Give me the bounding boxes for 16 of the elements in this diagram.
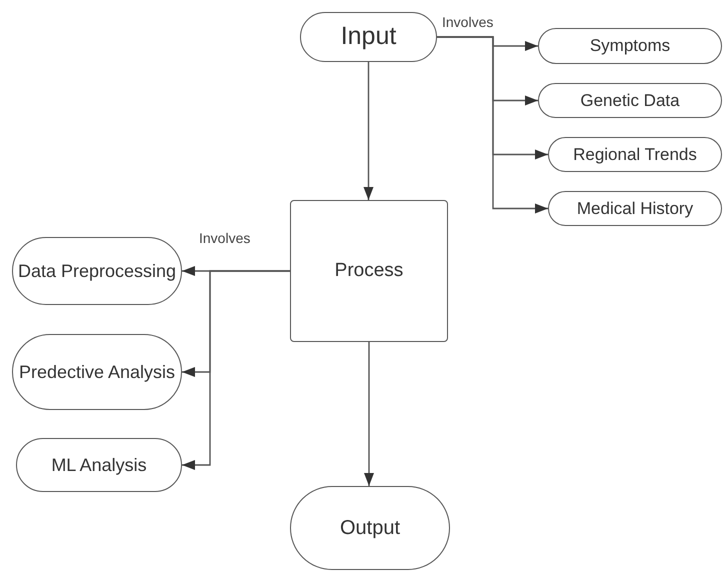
process-step-pill: Data Preprocessing: [12, 237, 182, 305]
connector-arrow: [182, 270, 290, 470]
process-step-pill: ML Analysis: [16, 438, 182, 492]
input-item-pill: Genetic Data: [538, 83, 722, 118]
input-item-pill: Symptoms: [538, 28, 722, 64]
process-box: Process: [290, 200, 448, 342]
input-item-pill: Medical History: [548, 191, 722, 226]
edge-label: Involves: [441, 15, 494, 29]
connector-arrow: [364, 62, 374, 200]
input-item-pill: Regional Trends: [548, 137, 722, 172]
connector-arrow: [437, 36, 548, 214]
input-terminal: Input: [300, 12, 437, 62]
output-terminal: Output: [290, 486, 450, 570]
process-step-pill: Predective Analysis: [12, 334, 182, 410]
connector-arrow: [364, 342, 374, 486]
edge-label: Involves: [198, 231, 252, 245]
